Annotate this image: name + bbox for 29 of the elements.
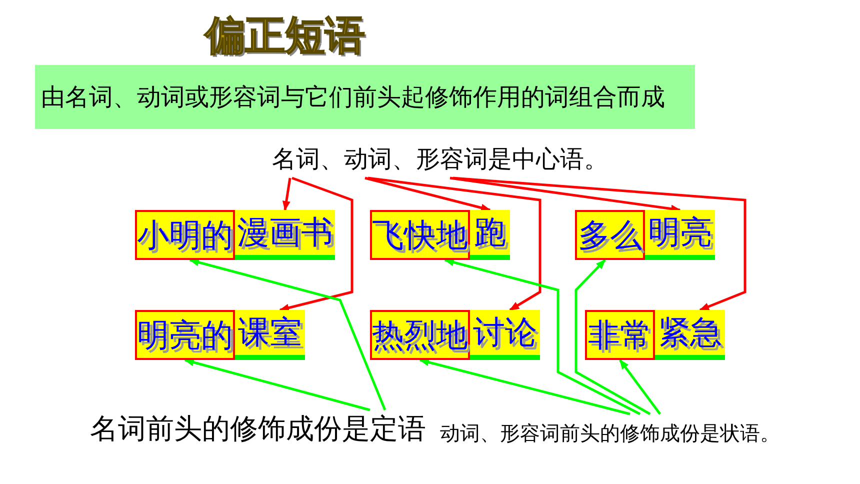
boxed-word: 非常 bbox=[585, 310, 655, 360]
underlined-word: 紧急 bbox=[655, 310, 725, 360]
arrow bbox=[279, 176, 354, 312]
arrow bbox=[574, 259, 651, 416]
note-text: 动词、形容词前头的修饰成份是状语。 bbox=[440, 414, 790, 454]
arrow bbox=[444, 258, 641, 416]
arrow bbox=[419, 358, 630, 416]
note-text: 名词前头的修饰成份是定语 bbox=[90, 410, 430, 454]
underlined-word: 跑 bbox=[470, 210, 510, 260]
boxed-word: 明亮的 bbox=[135, 310, 235, 360]
underlined-word: 课室 bbox=[235, 310, 305, 360]
boxed-word: 飞快地 bbox=[370, 210, 470, 260]
arrow bbox=[364, 176, 491, 212]
arrow bbox=[450, 176, 681, 213]
arrow bbox=[452, 176, 746, 312]
note-text: 名词、动词、形容词是中心语。 bbox=[272, 140, 612, 178]
underlined-word: 漫画书 bbox=[235, 210, 335, 260]
arrow bbox=[619, 359, 661, 415]
boxed-word: 多么 bbox=[575, 210, 645, 260]
arrow bbox=[368, 176, 542, 312]
boxed-word: 小明的 bbox=[135, 210, 235, 260]
underlined-word: 明亮 bbox=[645, 210, 715, 260]
title-text: 偏正短语 bbox=[205, 12, 365, 61]
arrow bbox=[282, 178, 292, 211]
underlined-word: 讨论 bbox=[470, 310, 540, 360]
definition-banner: 由名词、动词或形容词与它们前头起修饰作用的词组合而成 bbox=[35, 65, 695, 129]
arrow bbox=[189, 258, 386, 410]
arrow bbox=[184, 358, 370, 412]
boxed-word: 热烈地 bbox=[370, 310, 470, 360]
